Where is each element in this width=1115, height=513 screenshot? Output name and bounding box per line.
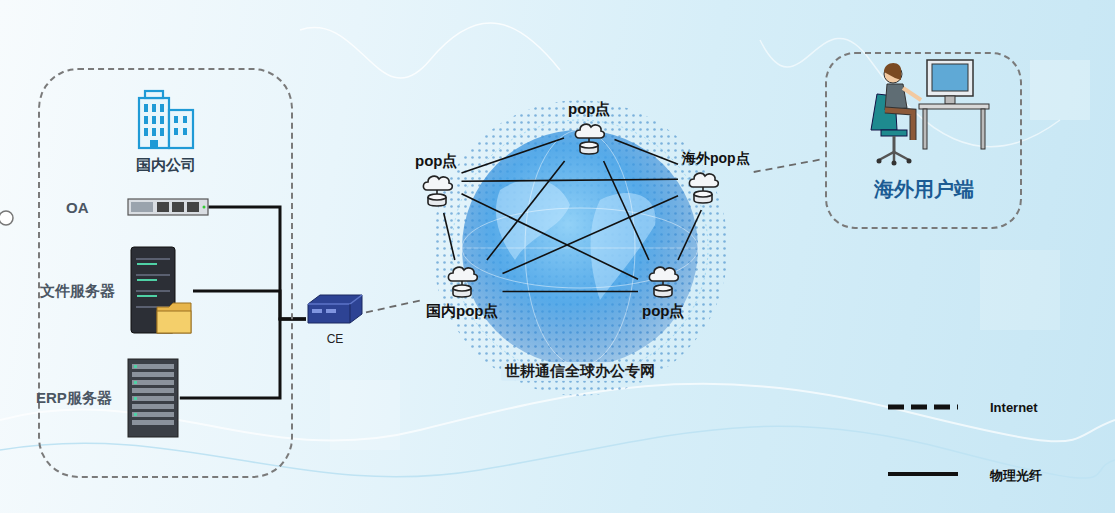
- pop-icon: [686, 170, 720, 206]
- internet-link: [366, 300, 422, 312]
- fiber-link: [444, 213, 455, 260]
- ce-icon: [306, 292, 364, 326]
- legend-sample-dashed: [888, 405, 958, 410]
- pop-label: pop点: [642, 302, 685, 321]
- ce-label: CE: [327, 332, 344, 346]
- fiber-link: [615, 139, 679, 164]
- fiber-link: [462, 194, 639, 280]
- user-illustration: [849, 56, 999, 168]
- pop-icon: [420, 173, 454, 209]
- fiber-link: [180, 319, 306, 398]
- pop-label: 海外pop点: [682, 150, 750, 168]
- erp-server: ERP服务器: [36, 358, 180, 438]
- fiber-link: [487, 161, 565, 260]
- building-icon: [133, 88, 199, 150]
- server-label: OA: [66, 199, 89, 216]
- server-icon: [127, 197, 209, 217]
- pop-label: pop点: [568, 100, 611, 119]
- server-icon: [126, 358, 180, 438]
- company-region: 国内公司 OA 文件服务器 ERP服务器: [38, 68, 293, 478]
- pop-icon: [686, 170, 720, 206]
- legend-sample-solid: [888, 472, 958, 476]
- pop-icon: [445, 264, 479, 300]
- pop-node: pop点: [640, 262, 687, 321]
- fiber-link: [503, 291, 639, 293]
- overseas-pop-node: 海外pop点: [680, 150, 752, 208]
- fiber-link: [503, 196, 679, 274]
- region-header: 海外用户端: [827, 56, 1020, 203]
- legend-label: 物理光纤: [990, 467, 1042, 485]
- network-caption: 世耕通信全球办公专网: [501, 362, 659, 381]
- server-icon: [127, 197, 209, 217]
- fiber-link: [462, 179, 679, 181]
- user-label: 海外用户端: [874, 176, 974, 203]
- user-illustration: [849, 56, 999, 168]
- pop-icon: [572, 121, 606, 157]
- server-label: ERP服务器: [36, 389, 112, 408]
- fiber-link: [604, 161, 649, 260]
- fiber-link: [462, 138, 565, 173]
- domestic-pop-node: 国内pop点: [424, 262, 501, 321]
- pop-icon: [572, 121, 606, 157]
- oa-server: OA: [66, 197, 209, 217]
- fiber-link: [678, 210, 701, 260]
- server-icon: [126, 358, 180, 438]
- pop-icon: [646, 264, 680, 300]
- ce-device: CE: [306, 292, 364, 346]
- server-label: 文件服务器: [40, 282, 115, 301]
- server-icon: [127, 245, 193, 337]
- ce-icon: [306, 292, 364, 326]
- pop-label: pop点: [415, 152, 458, 171]
- company-label: 国内公司: [136, 156, 196, 175]
- pop-label: 国内pop点: [426, 302, 499, 321]
- pop-node: pop点: [566, 100, 613, 159]
- fiber-link: [193, 291, 306, 319]
- region-header: 国内公司: [40, 88, 291, 175]
- pop-icon: [420, 173, 454, 209]
- pop-node: pop点: [413, 152, 460, 211]
- pop-icon: [445, 264, 479, 300]
- pop-icon: [646, 264, 680, 300]
- building-icon: [133, 88, 199, 150]
- server-icon: [127, 245, 193, 337]
- overseas-user-region: 海外用户端: [825, 52, 1022, 229]
- legend-label: Internet: [990, 400, 1038, 415]
- internet-link: [754, 159, 823, 172]
- file-server: 文件服务器: [40, 245, 193, 337]
